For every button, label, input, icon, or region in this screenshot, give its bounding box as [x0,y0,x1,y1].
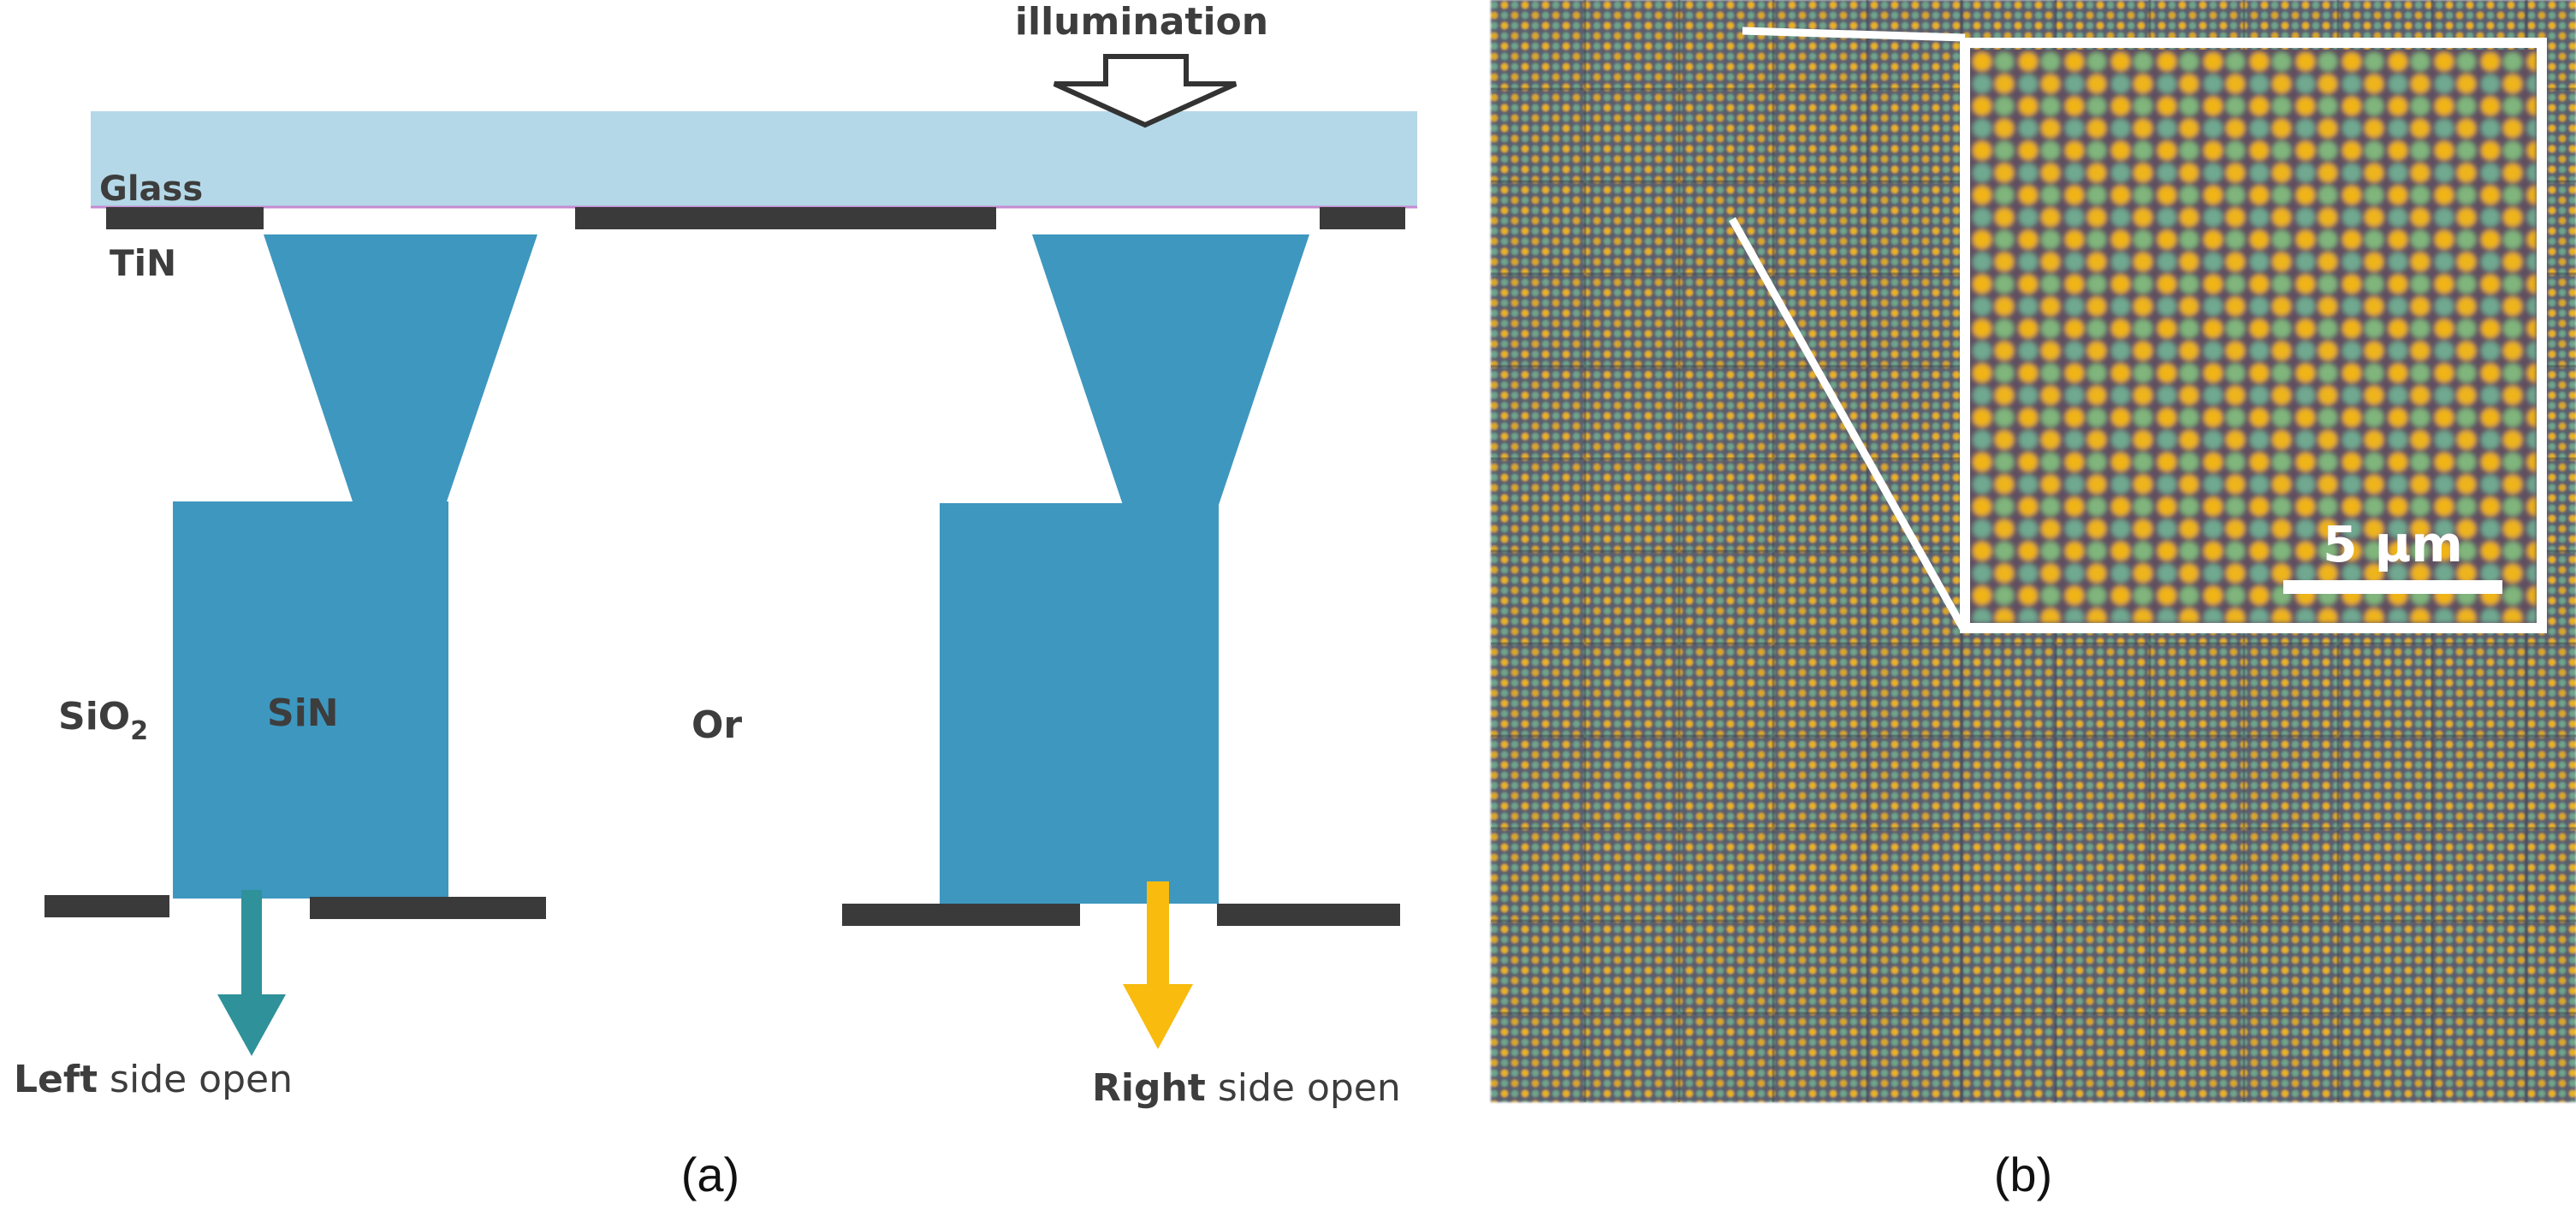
inset-zoom: 5 µm [1960,38,2547,633]
panel-a-diagram: illumination Glass TiN SiO2 SiN Or Left … [14,0,1417,1110]
left-taper [264,234,537,501]
tin-segment-2 [575,207,996,229]
or-label: Or [691,703,742,747]
scale-bar-label: 5 µm [2323,515,2463,573]
glass-layer [91,111,1417,207]
glass-label: Glass [99,169,203,209]
inset-border [1960,38,2547,633]
left-bottom-tin-2 [310,897,546,919]
illumination-arrow-icon [1053,54,1238,128]
sio2-label: SiO2 [58,695,148,746]
caption-b: (b) [1994,1148,2052,1201]
left-sin-block [173,501,448,899]
right-side-open-caption: Right side open [1092,1066,1401,1110]
right-output-arrow-icon [1123,881,1193,1049]
sin-label: SiN [267,691,339,735]
tin-segment-3 [1320,207,1405,229]
right-taper [1032,234,1309,505]
panel-b-micrograph: 5 µm [1491,0,2576,1102]
tin-segment-1 [106,207,264,229]
right-bottom-tin-1 [842,904,1080,926]
right-bottom-tin-2 [1217,904,1400,926]
tin-label: TiN [110,242,176,284]
zoom-line-bottom [1729,216,1968,634]
scale-bar [2283,580,2502,594]
zoom-line-top [1742,27,1966,42]
illumination-label: illumination [1015,0,1268,44]
left-output-arrow-icon [217,890,286,1056]
caption-a: (a) [681,1148,739,1201]
right-sin-block [940,503,1219,904]
left-side-open-caption: Left side open [14,1058,293,1101]
left-bottom-tin-1 [45,895,169,917]
